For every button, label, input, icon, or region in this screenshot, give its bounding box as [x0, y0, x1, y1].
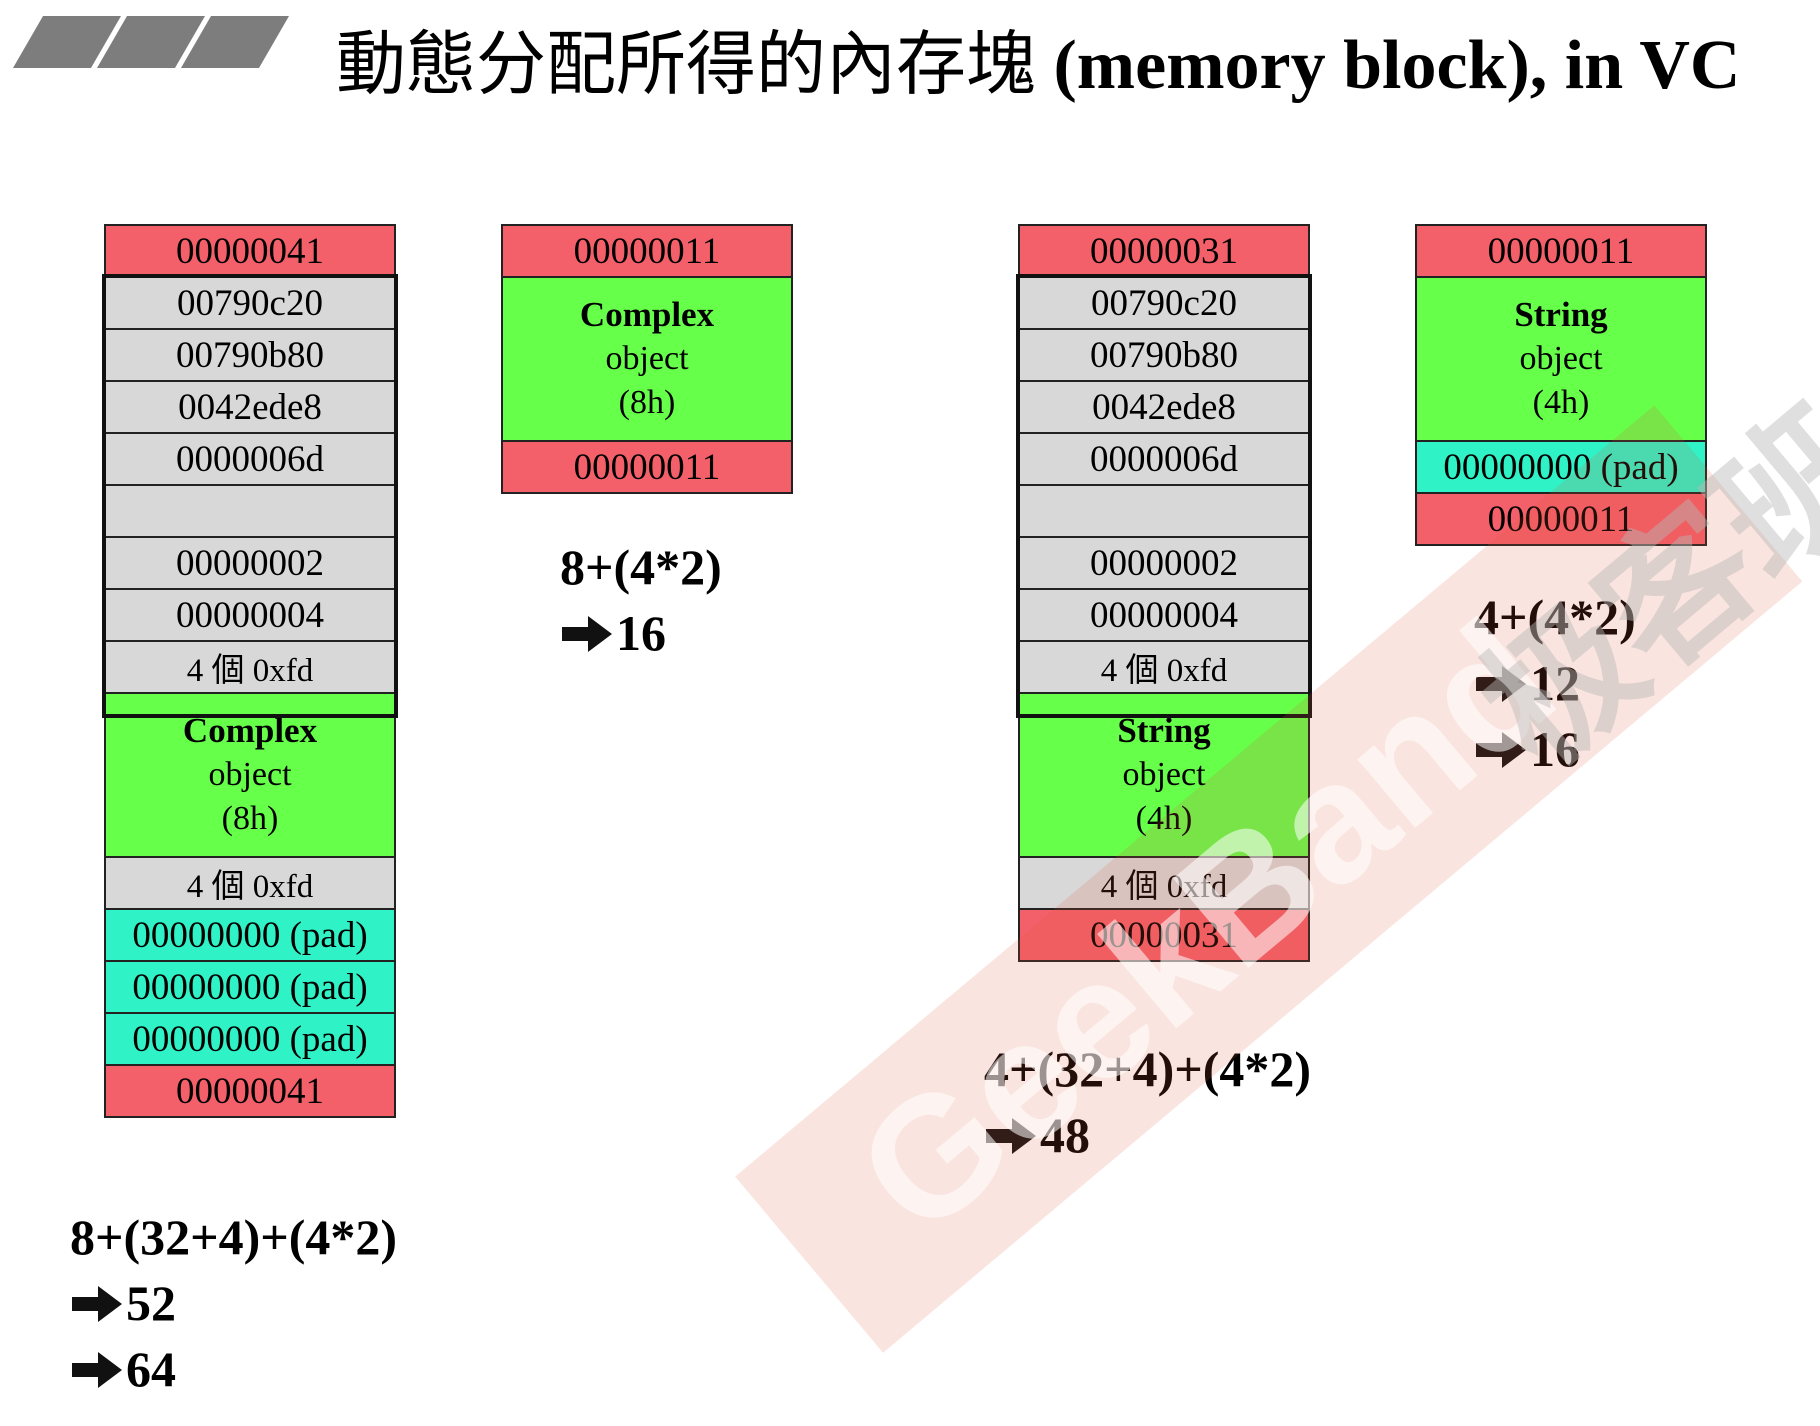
- pad-cell: 00000000 (pad): [1415, 440, 1707, 494]
- right-arrow-icon: [562, 616, 612, 652]
- memory-block-complex-debug: 00000041 00790c20 00790b80 0042ede8 0000…: [104, 224, 396, 1118]
- right-arrow-icon: [1476, 732, 1526, 768]
- formula-string-release: 4+(4*2) 12 16: [1474, 584, 1636, 782]
- object-name: Complex: [579, 295, 715, 334]
- formula-result-line: 12: [1474, 650, 1636, 716]
- object-size: (4h): [1135, 800, 1193, 837]
- pad-cell: 00000000 (pad): [104, 908, 396, 962]
- debug-header-cell: 0042ede8: [1018, 380, 1310, 434]
- cookie-bottom: 00000031: [1018, 908, 1310, 962]
- right-arrow-icon: [72, 1352, 122, 1388]
- cookie-top: 00000031: [1018, 224, 1310, 278]
- right-arrow-icon: [1476, 666, 1526, 702]
- formula-complex-release: 8+(4*2) 16: [560, 534, 722, 666]
- debug-header-cell: 0042ede8: [104, 380, 396, 434]
- formula-expression: 8+(4*2): [560, 539, 722, 595]
- formula-expression: 4+(32+4)+(4*2): [984, 1041, 1312, 1097]
- pad-cell: 00000000 (pad): [104, 1012, 396, 1066]
- title-en: (memory block), in VC: [1053, 27, 1741, 104]
- debug-header-cell: 00000004: [104, 588, 396, 642]
- debug-header-cell: 00000002: [1018, 536, 1310, 590]
- cookie-bottom: 00000011: [1415, 492, 1707, 546]
- object-name: String: [1117, 711, 1211, 750]
- formula-result-line: 16: [1474, 716, 1636, 782]
- cookie-top: 00000011: [1415, 224, 1707, 278]
- object-kind: object: [1519, 340, 1603, 377]
- cookie-top: 00000041: [104, 224, 396, 278]
- formula-expression: 4+(4*2): [1474, 589, 1636, 645]
- cookie-bottom: 00000041: [104, 1064, 396, 1118]
- object-kind: object: [208, 756, 292, 793]
- debug-header-cell: 00790c20: [104, 276, 396, 330]
- pad-cell: 00000000 (pad): [104, 960, 396, 1014]
- formula-result-line: 48: [984, 1102, 1311, 1168]
- object-size: (8h): [618, 384, 676, 421]
- formula-result-line: 52: [70, 1270, 397, 1336]
- formula-result: 16: [1530, 721, 1580, 777]
- object-name: Complex: [182, 711, 318, 750]
- string-object: String object (4h): [1018, 692, 1310, 858]
- debug-header-cell: 0000006d: [1018, 432, 1310, 486]
- title-cjk: 動態分配所得的內存塊: [336, 27, 1036, 104]
- right-arrow-icon: [72, 1286, 122, 1322]
- guard-bytes-after: 4 個 0xfd: [1018, 856, 1310, 910]
- complex-object: Complex object (8h): [104, 692, 396, 858]
- memory-block-string-debug: 00000031 00790c20 00790b80 0042ede8 0000…: [1018, 224, 1310, 962]
- title-decoration: [10, 16, 290, 68]
- debug-header-cell: [104, 484, 396, 538]
- formula-result-line: 64: [70, 1336, 397, 1402]
- guard-bytes-before: 4 個 0xfd: [104, 640, 396, 694]
- formula-expression: 8+(32+4)+(4*2): [70, 1209, 398, 1265]
- object-size: (8h): [221, 800, 279, 837]
- debug-header-cell: 0000006d: [104, 432, 396, 486]
- formula-result: 16: [616, 605, 666, 661]
- object-kind: object: [1122, 756, 1206, 793]
- guard-bytes-before: 4 個 0xfd: [1018, 640, 1310, 694]
- object-size: (4h): [1532, 384, 1590, 421]
- debug-header-cell: [1018, 484, 1310, 538]
- formula-result: 52: [126, 1275, 176, 1331]
- object-kind: object: [605, 340, 689, 377]
- string-object: String object (4h): [1415, 276, 1707, 442]
- right-arrow-icon: [986, 1118, 1036, 1154]
- formula-complex-debug: 8+(32+4)+(4*2) 52 64: [70, 1204, 397, 1402]
- formula-result: 48: [1040, 1107, 1090, 1163]
- memory-block-complex-release: 00000011 Complex object (8h) 00000011: [501, 224, 793, 494]
- complex-object: Complex object (8h): [501, 276, 793, 442]
- cookie-top: 00000011: [501, 224, 793, 278]
- formula-string-debug: 4+(32+4)+(4*2) 48: [984, 1036, 1311, 1168]
- object-name: String: [1514, 295, 1608, 334]
- debug-header-cell: 00000004: [1018, 588, 1310, 642]
- page-title: 動態分配所得的內存塊 (memory block), in VC: [336, 8, 1740, 109]
- debug-header-cell: 00000002: [104, 536, 396, 590]
- formula-result: 12: [1530, 655, 1580, 711]
- debug-header-cell: 00790b80: [1018, 328, 1310, 382]
- guard-bytes-after: 4 個 0xfd: [104, 856, 396, 910]
- formula-result-line: 16: [560, 600, 722, 666]
- memory-block-string-release: 00000011 String object (4h) 00000000 (pa…: [1415, 224, 1707, 546]
- debug-header-cell: 00790c20: [1018, 276, 1310, 330]
- formula-result: 64: [126, 1341, 176, 1397]
- debug-header-cell: 00790b80: [104, 328, 396, 382]
- cookie-bottom: 00000011: [501, 440, 793, 494]
